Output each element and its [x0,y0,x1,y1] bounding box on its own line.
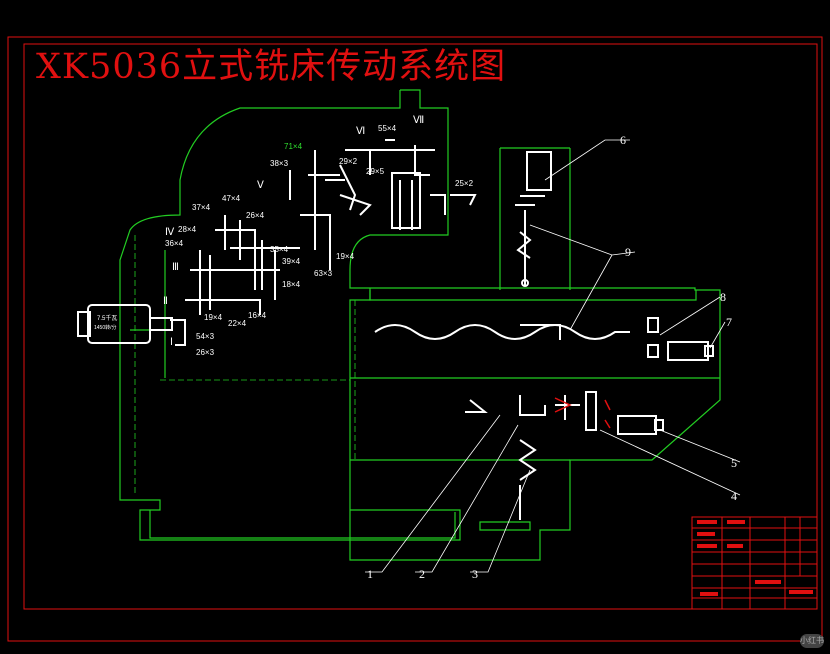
gear-label-39x4: 39×4 [282,257,301,266]
callout-3: 3 [472,567,478,581]
main-motor [77,304,173,344]
title-block-text-marks [697,520,813,596]
machine-body-outline [119,89,721,561]
callout-1: 1 [367,567,373,581]
gear-label-19x4-a: 19×4 [336,252,355,261]
callout-2: 2 [419,567,425,581]
gear-label-55x4: 55×4 [378,124,397,133]
gear-label-29x2: 29×2 [339,157,358,166]
gear-label-16x4: 16×4 [248,311,267,320]
gear-label-36x4: 36×4 [165,239,184,248]
gearbox-parts [170,139,477,346]
callout-4: 4 [731,489,737,503]
shaft-label-4: Ⅳ [165,227,175,238]
gear-label-71x4: 71×4 [284,142,303,151]
gear-label-22x4: 22×4 [228,319,247,328]
gear-label-28x4: 28×4 [178,225,197,234]
gear-label-26x4: 26×4 [246,211,265,220]
shaft-label-7: Ⅶ [413,115,424,126]
watermark-badge: 小红书 [800,634,824,648]
gear-label-35x4: 35×4 [270,245,289,254]
gear-label-47x4: 47×4 [222,194,241,203]
outer-frame [7,36,823,642]
callout-9: 9 [625,245,631,259]
title-block [691,516,818,610]
drawing-title: XK5036立式铣床传动系统图 [36,47,507,87]
red-markers [554,397,611,429]
gear-label-18x4: 18×4 [282,280,301,289]
callout-8: 8 [720,290,726,304]
callout-5: 5 [731,456,737,470]
callout-7: 7 [726,315,732,329]
leader-lines [365,139,741,573]
gear-label-37x4: 37×4 [192,203,211,212]
feed-parts [374,151,714,520]
shaft-label-6: Ⅵ [356,126,365,137]
gear-label-63x3: 63×3 [314,269,333,278]
gear-label-29x5: 29×5 [366,167,385,176]
centerlines [134,235,356,495]
motor-spec-2: 1450转/分 [94,324,117,331]
gear-label-26x3: 26×3 [196,348,215,357]
shaft-label-1: Ⅰ [170,337,173,348]
gear-label-38x3: 38×3 [270,159,289,168]
callout-6: 6 [620,133,626,147]
gear-label-54x3: 54×3 [196,332,215,341]
inner-frame [23,43,818,610]
shaft-label-5: Ⅴ [257,180,264,191]
motor-spec-1: 7.5千瓦 [97,314,117,322]
shaft-label-2: Ⅱ [163,296,168,307]
shaft-label-3: Ⅲ [172,262,179,273]
gear-label-25x2: 25×2 [455,179,474,188]
gear-label-19x4-b: 19×4 [204,313,223,322]
